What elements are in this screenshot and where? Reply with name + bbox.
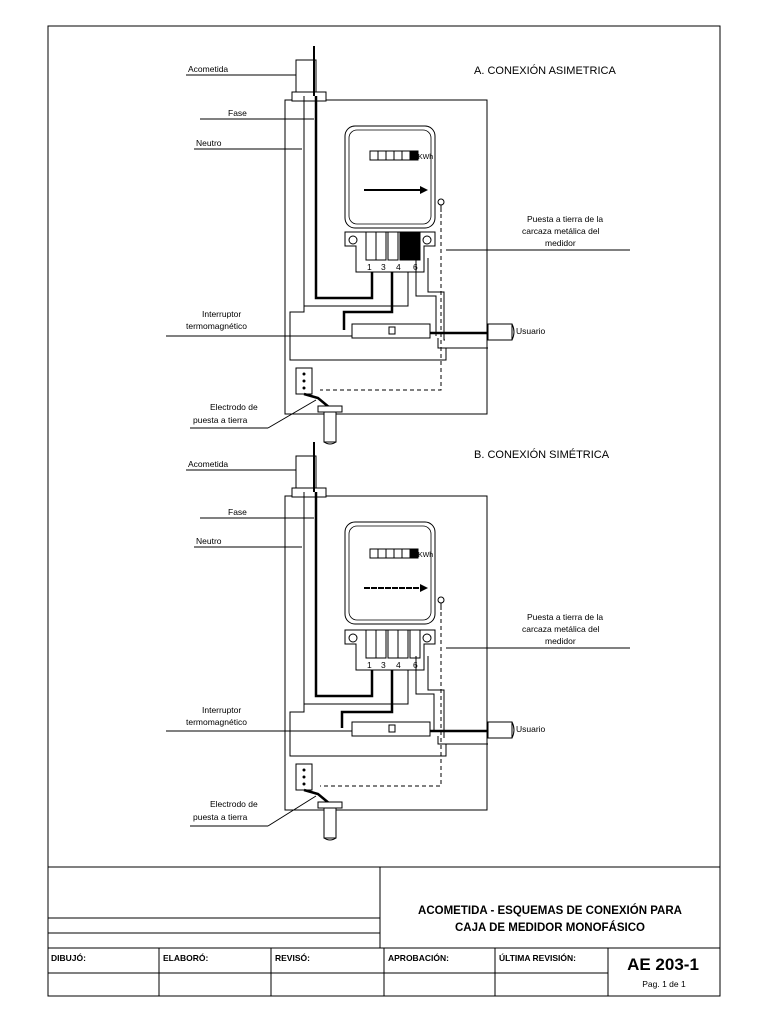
neutro-label-b: Neutro <box>196 536 222 546</box>
electrodo-label-b2: puesta a tierra <box>193 812 248 822</box>
kwh-label-b: KWh <box>418 552 433 559</box>
electrodo-label-a2: puesta a tierra <box>193 415 248 425</box>
title-block: ACOMETIDA - ESQUEMAS DE CONEXIÓN PARA CA… <box>48 866 720 996</box>
elaboro-label: ELABORÓ: <box>163 952 209 963</box>
usuario-label-b: Usuario <box>516 724 546 734</box>
terminal-4-a: 4 <box>396 262 401 272</box>
sheet-title-line2: CAJA DE MEDIDOR MONOFÁSICO <box>455 921 645 934</box>
interruptor-label-a2: termomagnético <box>186 321 247 331</box>
terminal-3-b: 3 <box>381 660 386 670</box>
diagram-symmetric: B. CONEXIÓN SIMÉTRICA KWh 1 3 4 <box>166 442 630 841</box>
kwh-label-a: KWh <box>418 154 433 161</box>
puesta-label-b3: medidor <box>545 636 576 646</box>
dibujo-label: DIBUJÓ: <box>51 952 86 963</box>
puesta-label-a1: Puesta a tierra de la <box>527 214 603 224</box>
interruptor-label-a1: Interruptor <box>202 309 241 319</box>
diagram-asymmetric: A. CONEXIÓN ASIMETRICA KWh <box>166 46 630 445</box>
interruptor-label-b1: Interruptor <box>202 705 241 715</box>
usuario-label-a: Usuario <box>516 326 546 336</box>
terminal-1-b: 1 <box>367 660 372 670</box>
terminal-1-a: 1 <box>367 262 372 272</box>
puesta-label-b2: carcaza metálica del <box>522 624 600 634</box>
neutro-label-a: Neutro <box>196 138 222 148</box>
terminal-4-b: 4 <box>396 660 401 670</box>
terminal-3-a: 3 <box>381 262 386 272</box>
electrodo-label-b1: Electrodo de <box>210 799 258 809</box>
sheet-title-line1: ACOMETIDA - ESQUEMAS DE CONEXIÓN PARA <box>418 904 682 917</box>
puesta-label-b1: Puesta a tierra de la <box>527 612 603 622</box>
drawing-code: AE 203-1 <box>627 955 699 974</box>
diagram-b-title: B. CONEXIÓN SIMÉTRICA <box>474 448 610 461</box>
interruptor-label-b2: termomagnético <box>186 717 247 727</box>
puesta-label-a3: medidor <box>545 238 576 248</box>
page-number: Pag. 1 de 1 <box>642 979 686 989</box>
electrodo-label-a1: Electrodo de <box>210 402 258 412</box>
acometida-label-a: Acometida <box>188 64 228 74</box>
puesta-label-a2: carcaza metálica del <box>522 226 600 236</box>
fase-label-b: Fase <box>228 507 247 517</box>
diagram-a-title: A. CONEXIÓN ASIMETRICA <box>474 64 616 77</box>
reviso-label: REVISÓ: <box>275 952 310 963</box>
acometida-label-b: Acometida <box>188 459 228 469</box>
ultima-revision-label: ÚLTIMA REVISIÓN: <box>499 952 576 963</box>
aprobacion-label: APROBACIÓN: <box>388 952 449 963</box>
fase-label-a: Fase <box>228 108 247 118</box>
